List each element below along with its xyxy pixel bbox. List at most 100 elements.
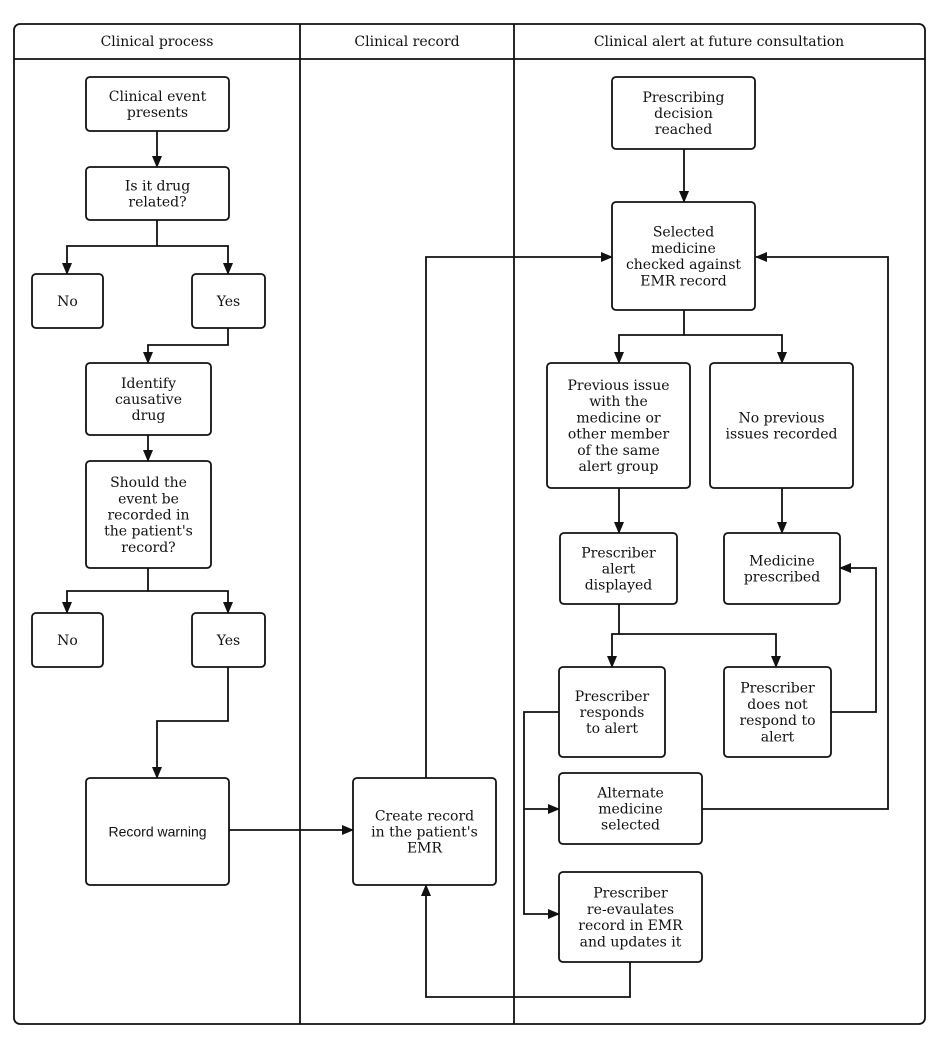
medicine-checked-label-line: Selected	[653, 225, 714, 241]
no-box-2: No	[31, 612, 104, 668]
alternate-label-line: selected	[601, 818, 660, 834]
previous-issue-label-line: other member	[568, 427, 670, 443]
previous-issue-label-line: with the	[589, 394, 647, 410]
identify-drug-rect	[85, 362, 212, 436]
identify-drug-label-line: Identify	[121, 376, 176, 392]
previous-issue-rect	[546, 362, 691, 489]
reevaluates-label-line: re-evaulates	[587, 902, 674, 918]
not-respond-rect	[723, 666, 832, 758]
arrow-create-record-to-medicine-checked	[425, 252, 613, 778]
should-record-label-line: Should the	[110, 475, 187, 491]
arrow-responds-to-alternate	[523, 711, 560, 814]
arrow-should-record-to-no	[62, 568, 149, 614]
arrow-responds-to-reevaluates	[523, 809, 560, 919]
arrow-drug-related-to-no	[62, 220, 158, 275]
medicine-checked-label-line: EMR record	[640, 273, 726, 289]
prescribing-decision-label-line: decision	[654, 106, 713, 122]
medicine-prescribed-label-line: prescribed	[744, 570, 820, 586]
create-record-rect	[352, 777, 497, 886]
medicine-checked-rect	[611, 201, 756, 311]
previous-issue-label-line: alert group	[579, 459, 659, 475]
medicine-checked-label-line: medicine	[651, 241, 716, 257]
reevaluates-label-line: and updates it	[580, 934, 682, 950]
alternate-label-line: Alternate	[596, 785, 663, 801]
responds-label-line: Prescriber	[575, 689, 650, 705]
alert-displayed-label-line: Prescriber	[581, 545, 656, 561]
create-record-label-line: EMR	[407, 841, 443, 857]
responds-label-line: responds	[580, 705, 645, 721]
medicine-checked-label-line: checked against	[626, 257, 741, 273]
arrow-alternate-to-medicine-checked	[702, 252, 889, 810]
alert-displayed-label-line: displayed	[585, 578, 653, 594]
alternate-label-line: medicine	[598, 802, 663, 818]
no-2-rect	[31, 612, 104, 668]
record-warning-label-line: Record warning	[108, 824, 206, 840]
prescribing-decision-label-line: Prescribing	[642, 90, 724, 106]
arrow-checked-to-previous-issue	[614, 310, 685, 364]
reevaluates-rect	[558, 871, 703, 963]
yes-box-1: Yes	[191, 273, 266, 329]
not-respond-label-line: respond to	[739, 713, 815, 729]
yes-2-label-line: Yes	[216, 633, 241, 649]
no-previous-label-line: issues recorded	[726, 427, 838, 443]
should-record-rect	[85, 460, 212, 569]
no-1-rect	[31, 273, 104, 329]
record-warning-rect	[85, 777, 230, 886]
no-previous-label-line: No previous	[738, 410, 824, 426]
previous-issue-label-line: medicine or	[576, 410, 660, 426]
medicine-prescribed-label-line: Medicine	[749, 553, 815, 569]
arrow-drug-related-to-yes	[157, 245, 233, 275]
not-respond-label-line: does not	[747, 697, 808, 713]
arrow-checked-to-no-previous	[684, 334, 787, 364]
record-warning-box: Record warning	[85, 777, 230, 886]
drug-related-rect	[85, 166, 230, 221]
yes-box-2: Yes	[191, 612, 266, 668]
responds-label-line: to alert	[586, 721, 638, 737]
create-record-label-line: Create record	[375, 808, 474, 824]
medicine-prescribed-rect	[723, 532, 841, 605]
should-record-label-line: recorded in	[107, 508, 189, 524]
alternate-rect	[558, 772, 703, 845]
yes-2-rect	[191, 612, 266, 668]
connectors	[62, 131, 889, 998]
prescribing-decision-rect	[611, 76, 756, 150]
not-respond-label-line: alert	[761, 729, 795, 745]
alert-displayed-rect	[559, 532, 678, 605]
drug-related-label-line: related?	[128, 195, 186, 211]
create-record-label-line: in the patient's	[371, 825, 478, 841]
identify-drug-label-line: causative	[115, 392, 182, 408]
lane-header-clinical-record: Clinical record	[354, 34, 459, 50]
yes-1-rect	[191, 273, 266, 329]
swimlane-frame	[13, 23, 926, 1025]
no-2-label-line: No	[57, 633, 78, 649]
not-respond-label-line: Prescriber	[740, 681, 815, 697]
lane-header-clinical-alert: Clinical alert at future consultation	[594, 34, 844, 50]
arrow-alert-to-not-respond	[619, 633, 781, 668]
should-record-label-line: event be	[118, 491, 179, 507]
previous-issue-label-line: of the same	[577, 443, 660, 459]
clinical-event-label-line: Clinical event	[109, 89, 207, 105]
clinical-event-label-line: presents	[127, 105, 188, 121]
clinical-event-rect	[85, 76, 230, 132]
yes-1-label-line: Yes	[216, 294, 241, 310]
no-box-1: No	[31, 273, 104, 329]
identify-drug-label-line: drug	[132, 408, 166, 424]
no-1-label-line: No	[57, 294, 78, 310]
responds-rect	[558, 666, 666, 758]
should-record-label-line: the patient's	[104, 524, 193, 540]
arrow-reevaluates-to-create-record	[421, 884, 631, 998]
